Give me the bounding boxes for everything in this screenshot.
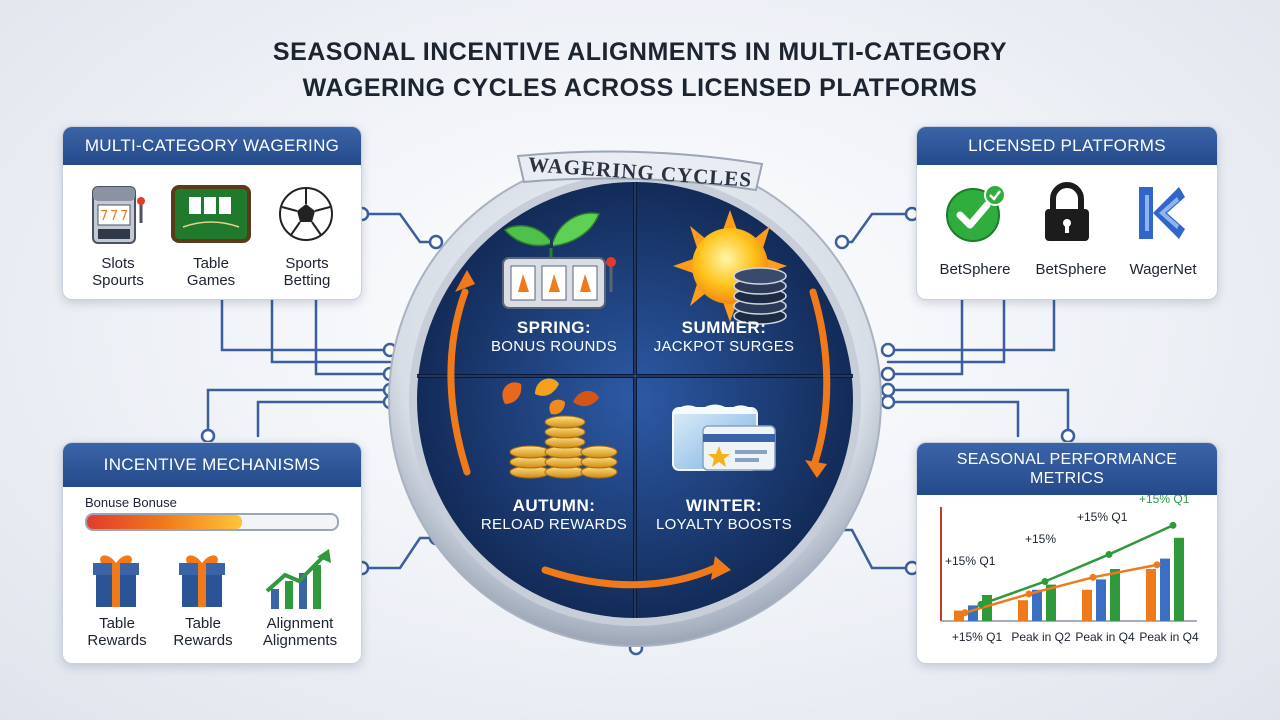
chart-bar	[1032, 589, 1042, 621]
incentive-panel-title: INCENTIVE MECHANISMS	[63, 443, 361, 487]
season-spring: SPRING: BONUS ROUNDS	[490, 318, 618, 355]
chart-point	[961, 609, 969, 617]
chart-point	[1169, 521, 1177, 529]
leaves-coins-icon	[502, 378, 618, 479]
page-title: SEASONAL INCENTIVE ALIGNMENTS IN MULTI-C…	[140, 34, 1140, 106]
chart-bar	[1096, 579, 1106, 621]
gift-box-icon	[93, 555, 139, 607]
chart-point	[1089, 573, 1097, 581]
bonus-progress-bar	[85, 513, 339, 531]
season-summer: SUMMER: JACKPOT SURGES	[653, 318, 795, 355]
chart-point	[1041, 577, 1049, 585]
chart-tick-label: Peak in Q4	[1139, 630, 1199, 644]
chart-annotation: +15% Q1	[1139, 495, 1190, 506]
wagernet-logo-icon	[1139, 187, 1185, 239]
chart-bar	[1160, 558, 1170, 621]
platform-item-betsphere-1: BetSphere	[939, 261, 1011, 278]
growth-chart-icon	[265, 549, 331, 609]
sun-chips-icon	[673, 210, 787, 325]
wagering-cycle-ring	[388, 153, 882, 647]
season-autumn: AUTUMN: RELOAD REWARDS	[480, 496, 628, 533]
wagering-panel: MULTI-CATEGORY WAGERING 7 7 7 Slots Spou…	[62, 126, 362, 300]
chart-line	[964, 563, 1158, 614]
padlock-icon	[1045, 182, 1089, 241]
ice-card-icon	[672, 404, 776, 471]
chart-bar	[968, 605, 978, 621]
chart-line	[980, 524, 1174, 606]
chart-tick-label: Peak in Q4	[1075, 630, 1135, 644]
soccer-ball-icon	[279, 187, 333, 241]
svg-text:7: 7	[100, 209, 108, 224]
chart-point	[977, 600, 985, 608]
incentive-item-table-rewards-2: Table Rewards	[173, 615, 233, 649]
chart-bar	[982, 595, 992, 621]
bonus-bar-label: Bonuse Bonuse	[85, 495, 177, 510]
sprout-slot-icon	[502, 212, 616, 309]
metrics-panel-title: SEASONAL PERFORMANCE METRICS	[917, 443, 1217, 495]
platforms-panel-title: LICENSED PLATFORMS	[917, 127, 1217, 165]
chart-point	[1105, 550, 1113, 558]
chart-bar	[1046, 584, 1056, 621]
wagering-item-sports-betting: Sports Betting	[283, 255, 331, 289]
chart-bar	[1110, 569, 1120, 621]
chart-bar	[1018, 600, 1028, 621]
incentive-item-table-rewards-1: Table Rewards	[87, 615, 147, 649]
check-badge-icon	[946, 184, 1006, 242]
cycle-arrows	[447, 288, 831, 589]
wagering-panel-title: MULTI-CATEGORY WAGERING	[63, 127, 361, 165]
bonus-progress-fill	[87, 515, 242, 529]
wagering-item-table-games: Table Games	[186, 255, 236, 289]
metrics-panel: SEASONAL PERFORMANCE METRICS +15% Q1+15%…	[916, 442, 1218, 664]
chart-tick-label: Peak in Q2	[1011, 630, 1071, 644]
platform-item-betsphere-2: BetSphere	[1035, 261, 1107, 278]
svg-text:7: 7	[120, 209, 128, 224]
chart-bar	[1174, 537, 1184, 621]
title-line-1: SEASONAL INCENTIVE ALIGNMENTS IN MULTI-C…	[272, 38, 1008, 66]
chart-annotation: +15%	[1025, 532, 1056, 546]
chart-bar	[1146, 569, 1156, 621]
incentive-panel: INCENTIVE MECHANISMS Bonuse Bonuse Table…	[62, 442, 362, 664]
season-winter: WINTER: LOYALTY BOOSTS	[656, 496, 792, 533]
platform-item-wagernet: WagerNet	[1129, 261, 1197, 278]
svg-text:7: 7	[110, 209, 118, 224]
card-table-icon	[171, 185, 251, 243]
cycle-banner	[516, 150, 764, 192]
metrics-chart: +15% Q1 +15% +15% Q1 +15% Q1 +15% Q1 Peak in …	[940, 495, 1199, 644]
chart-bar	[954, 610, 964, 621]
chart-point	[1153, 561, 1161, 569]
title-line-2: WAGERING CYCLES ACROSS LICENSED PLATFORM…	[302, 74, 978, 102]
incentive-item-alignment: Alignment Alignments	[262, 615, 338, 649]
slot-machine-icon: 7 7 7	[92, 186, 145, 244]
chart-tick-label: +15% Q1	[952, 630, 1003, 644]
gift-box-icon	[179, 555, 225, 607]
chart-annotation: +15% Q1	[1077, 510, 1128, 524]
platforms-panel: LICENSED PLATFORMS BetSphere BetSphere W…	[916, 126, 1218, 300]
chart-point	[1025, 590, 1033, 598]
wagering-item-slots: Slots Spourts	[92, 255, 144, 289]
chart-bar	[1082, 589, 1092, 621]
chart-annotation: +15% Q1	[945, 554, 996, 568]
